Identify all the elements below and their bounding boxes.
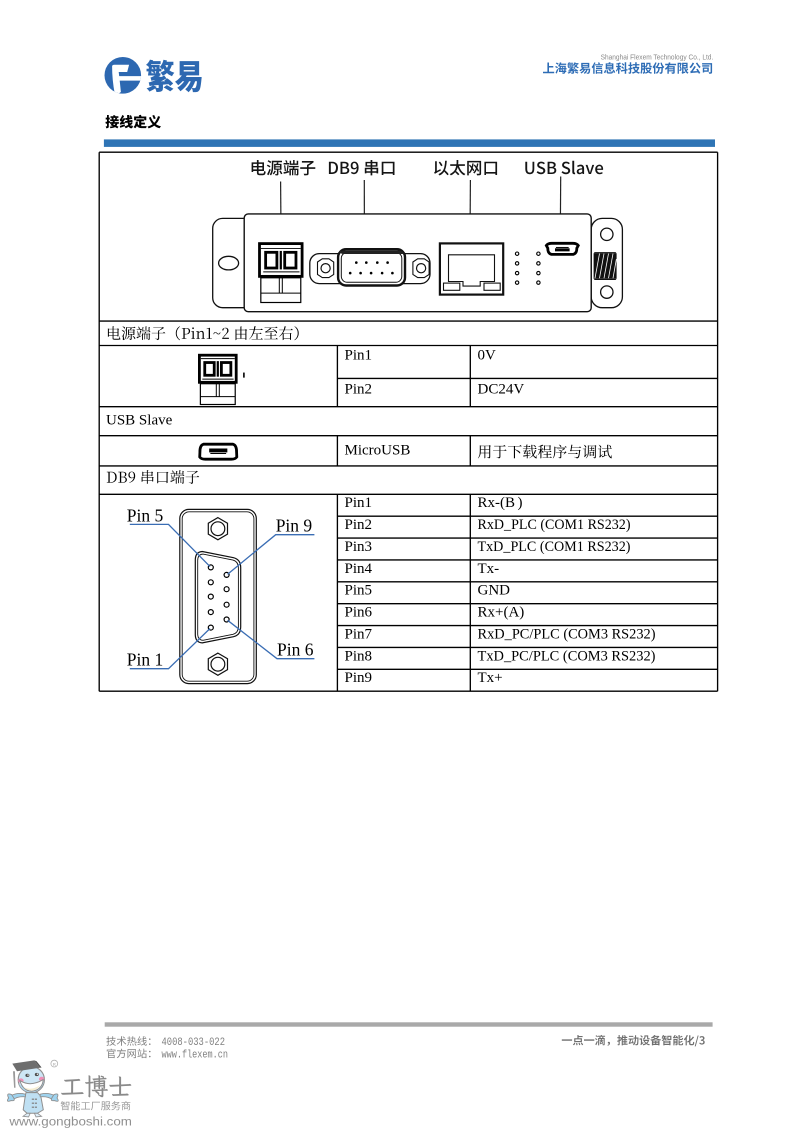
svg-text:Pin1: Pin1 bbox=[345, 348, 373, 364]
svg-text:4008-033-022: 4008-033-022 bbox=[162, 1037, 226, 1049]
svg-text:Pin4: Pin4 bbox=[345, 561, 373, 577]
svg-text:MicroUSB: MicroUSB bbox=[345, 443, 411, 459]
svg-text:Shanghai Flexem Technology Co.: Shanghai Flexem Technology Co., Ltd. bbox=[601, 53, 714, 62]
svg-text:USB Slave: USB Slave bbox=[106, 413, 173, 429]
svg-text:R: R bbox=[53, 1062, 57, 1067]
svg-text:GND: GND bbox=[478, 583, 511, 599]
svg-text:Pin 9: Pin 9 bbox=[276, 516, 313, 536]
svg-text:www.flexem.cn: www.flexem.cn bbox=[162, 1050, 229, 1062]
svg-text:TxD_PLC (COM1 RS232): TxD_PLC (COM1 RS232) bbox=[478, 539, 631, 555]
svg-text:Pin 1: Pin 1 bbox=[127, 650, 163, 670]
svg-text:www.gongboshi.com: www.gongboshi.com bbox=[8, 1114, 132, 1128]
svg-text:Rx-(B): Rx-(B) bbox=[478, 495, 523, 511]
svg-text:Tx+: Tx+ bbox=[478, 670, 503, 686]
svg-text:RxD_PLC (COM1 RS232): RxD_PLC (COM1 RS232) bbox=[478, 517, 631, 533]
svg-text:Pin8: Pin8 bbox=[345, 648, 373, 664]
svg-text:Pin2: Pin2 bbox=[345, 382, 373, 398]
svg-text:Pin7: Pin7 bbox=[345, 626, 373, 642]
svg-text:Tx-: Tx- bbox=[478, 561, 500, 577]
svg-text:Pin6: Pin6 bbox=[345, 605, 373, 621]
svg-text:RxD_PC/PLC (COM3 RS232): RxD_PC/PLC (COM3 RS232) bbox=[478, 626, 656, 642]
svg-text:Pin 5: Pin 5 bbox=[127, 506, 164, 526]
svg-text:0V: 0V bbox=[478, 348, 497, 364]
svg-text:Pin1: Pin1 bbox=[345, 495, 373, 511]
svg-text:DC24V: DC24V bbox=[478, 382, 525, 398]
svg-text:Pin9: Pin9 bbox=[345, 670, 373, 686]
svg-text:Pin 6: Pin 6 bbox=[277, 640, 314, 660]
svg-text:Pin5: Pin5 bbox=[345, 583, 373, 599]
svg-text:TxD_PC/PLC (COM3 RS232): TxD_PC/PLC (COM3 RS232) bbox=[478, 648, 656, 664]
svg-text:Pin3: Pin3 bbox=[345, 539, 373, 555]
svg-text:Rx+(A): Rx+(A) bbox=[478, 605, 525, 621]
svg-text:Pin2: Pin2 bbox=[345, 517, 373, 533]
